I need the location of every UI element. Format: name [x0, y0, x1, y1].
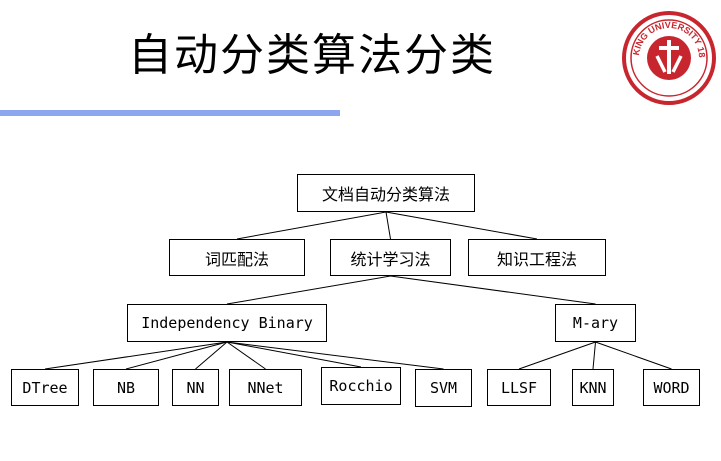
algorithm-node-llsf: LLSF — [487, 369, 551, 406]
algorithm-node-knn: KNN — [572, 369, 614, 406]
tree-edge — [390, 275, 596, 305]
category-node-m-ary: M-ary — [555, 304, 636, 342]
tree-edge — [226, 341, 444, 370]
university-logo-icon: PEKING UNIVERSITY 1898 — [621, 10, 716, 105]
tree-edge — [236, 211, 387, 240]
algorithm-node-svm: SVM — [415, 369, 472, 407]
tree-edge — [385, 211, 391, 240]
tree-edge — [226, 341, 266, 370]
root-node: 文档自动分类算法 — [297, 174, 475, 212]
tree-edge — [195, 341, 228, 370]
tree-edge — [44, 341, 228, 370]
tree-edge — [226, 341, 362, 368]
tree-edge — [226, 275, 391, 305]
tree-edge — [125, 341, 228, 370]
method-node-word-matching: 词匹配法 — [169, 239, 305, 276]
method-node-statistical-learning: 统计学习法 — [330, 239, 451, 276]
tree-edge — [595, 341, 672, 370]
title-underline — [0, 110, 340, 116]
method-node-knowledge-engineering: 知识工程法 — [468, 239, 606, 276]
tree-edge — [518, 341, 596, 370]
category-node-independency-binary: Independency Binary — [127, 304, 327, 342]
algorithm-node-nb: NB — [93, 369, 159, 406]
algorithm-node-word: WORD — [643, 369, 700, 406]
page-title: 自动分类算法分类 — [128, 30, 496, 81]
tree-edge — [592, 341, 596, 370]
tree-edge — [385, 211, 538, 240]
algorithm-node-nn: NN — [172, 369, 219, 406]
algorithm-node-nnet: NNet — [229, 369, 302, 406]
algorithm-node-dtree: DTree — [11, 369, 79, 406]
algorithm-node-rocchio: Rocchio — [321, 367, 401, 405]
